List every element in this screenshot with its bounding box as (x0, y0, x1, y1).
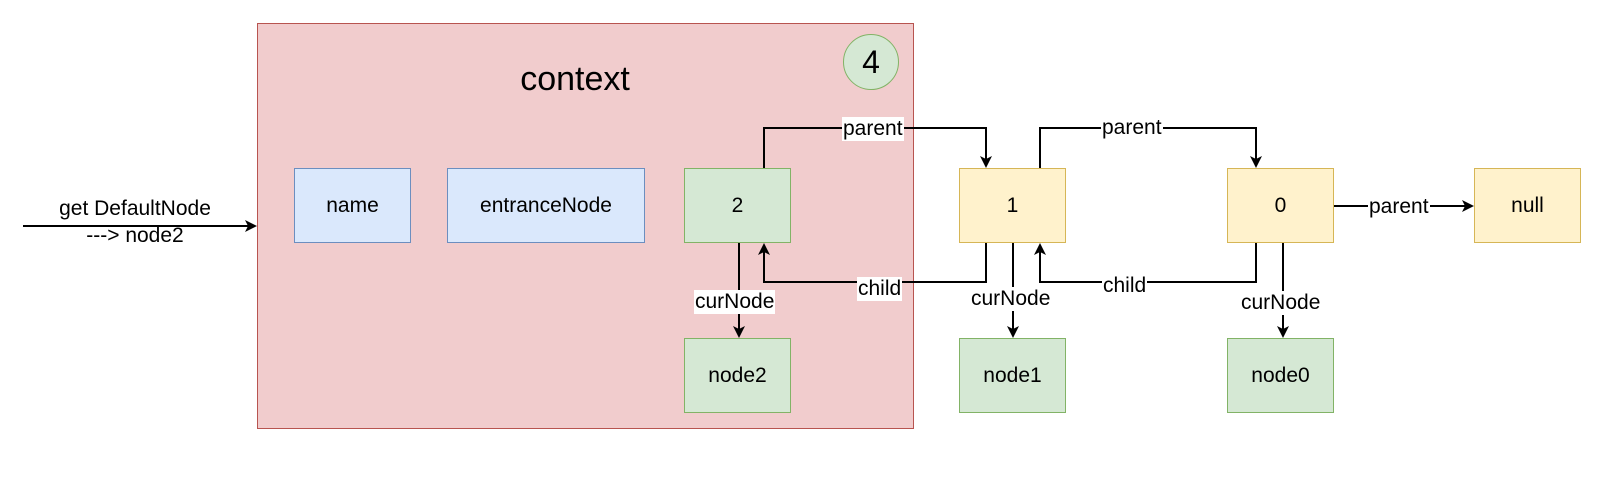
chain-node-0: 0 (1227, 168, 1334, 243)
chain-node-1: 1 (959, 168, 1066, 243)
node1-box: node1 (959, 338, 1066, 413)
step-badge: 4 (843, 34, 899, 90)
child-edge-0-1 (1034, 243, 1257, 283)
node0-box: node0 (1227, 338, 1334, 413)
input-label-line2: ---> node2 (86, 224, 184, 247)
parent-label-1-0: parent (1101, 116, 1163, 140)
name-box: name (294, 168, 411, 243)
curnode-label-0: curNode (1240, 291, 1322, 315)
curnode-label-1: curNode (970, 287, 1052, 311)
child-label-1-2: child (857, 277, 903, 301)
node2-box: node2 (684, 338, 791, 413)
entrance-node-box: entranceNode (447, 168, 645, 243)
input-label-line1: get DefaultNode (59, 197, 211, 220)
context-title: context (520, 60, 630, 98)
chain-node-2: 2 (684, 168, 791, 243)
null-box: null (1474, 168, 1581, 243)
child-label-0-1: child (1102, 274, 1148, 298)
curnode-label-2: curNode (694, 290, 776, 314)
parent-label-2-1: parent (842, 117, 904, 141)
input-label: get DefaultNode ---> node2 (30, 195, 240, 249)
parent-label-0-null: parent (1368, 195, 1430, 219)
